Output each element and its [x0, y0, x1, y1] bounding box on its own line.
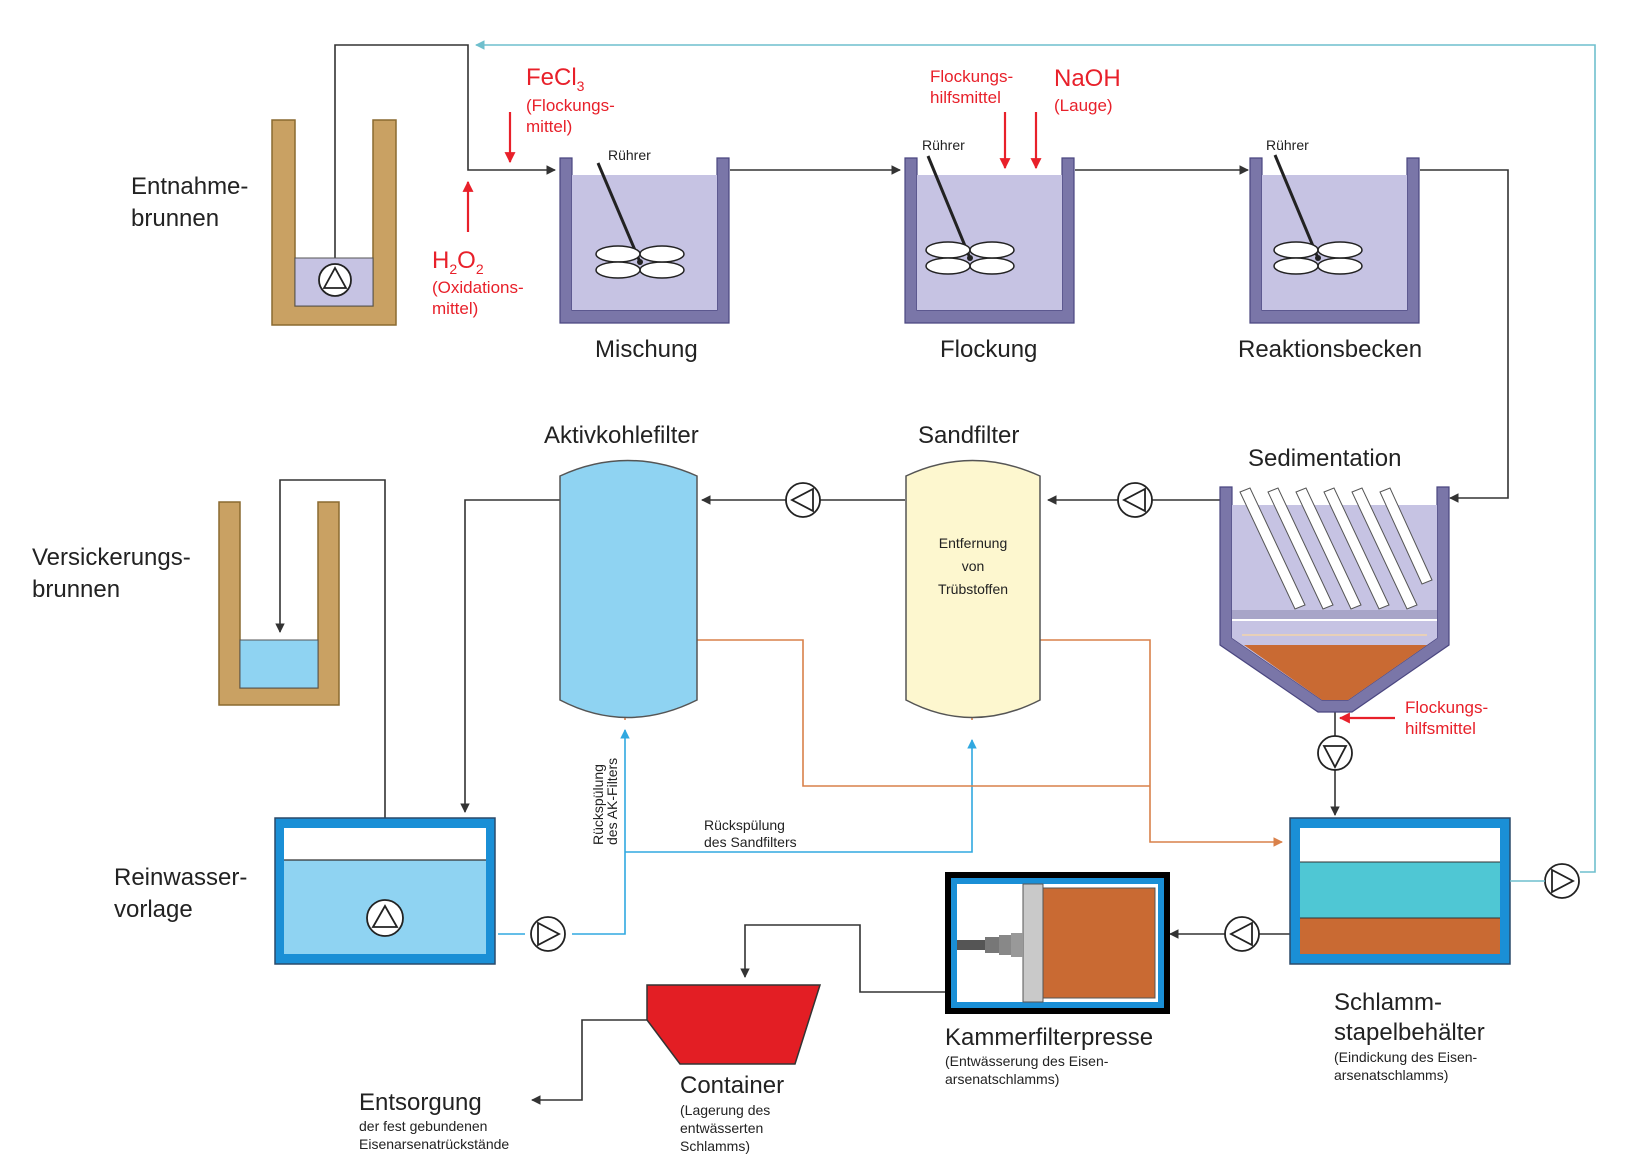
aktivkohlefilter-label: Aktivkohlefilter — [544, 422, 699, 449]
pump-schlamm-kammer-icon — [1224, 916, 1260, 952]
reinwasser-label-1: Reinwasser- — [114, 864, 247, 891]
reaktionsbecken-tank: Rührer — [1249, 137, 1420, 324]
container-title: Container — [680, 1072, 784, 1099]
schlamm-title-2: stapelbehälter — [1334, 1019, 1485, 1046]
naoh-label: NaOH — [1054, 65, 1121, 92]
versickerung-label-1: Versickerungs- — [32, 544, 191, 571]
container-sub-1: (Lagerung des — [680, 1102, 770, 1118]
flockung-label: Flockung — [940, 336, 1037, 363]
h2o2-dosing: H2O2 (Oxidations- mittel) — [432, 180, 524, 318]
mischung-label: Mischung — [595, 336, 698, 363]
flockungshilfsmittel-2: hilfsmittel — [930, 88, 1001, 107]
h2o2-desc-1: (Oxidations- — [432, 278, 524, 297]
reinwasser-label-2: vorlage — [114, 896, 193, 923]
container-sub-3: Schlamms) — [680, 1138, 750, 1154]
sandfilter-vessel: Entfernung von Trübstoffen — [905, 459, 1041, 719]
entsorgung-title: Entsorgung — [359, 1089, 482, 1116]
entsorgung-sub-2: Eisenarsenatrückstände — [359, 1136, 509, 1152]
reaktionsbecken-label: Reaktionsbecken — [1238, 336, 1422, 363]
kammer-title: Kammerfilterpresse — [945, 1024, 1153, 1051]
mischung-tank: Rührer — [559, 147, 730, 324]
kammer-sub-1: (Entwässerung des Eisen- — [945, 1053, 1109, 1069]
sandfilter-text-3: Trübstoffen — [938, 581, 1008, 597]
rueckspuelung-sand-1: Rückspülung — [704, 817, 785, 833]
flockungshilfsmittel-sed-2: hilfsmittel — [1405, 719, 1476, 738]
mischung-ruehrer-label: Rührer — [608, 147, 651, 163]
sedimentation-pump-icon — [1317, 735, 1353, 771]
aktivkohlefilter-vessel — [559, 459, 698, 719]
sandfilter-text-2: von — [962, 558, 985, 574]
entnahme-label-1: Entnahme- — [131, 173, 248, 200]
flockung-ruehrer-label: Rührer — [922, 137, 965, 153]
entsorgung-sub-1: der fest gebundenen — [359, 1118, 487, 1134]
h2o2-desc-2: mittel) — [432, 299, 478, 318]
return-pump-icon — [1544, 863, 1580, 899]
sedimentation-tank — [1219, 486, 1450, 724]
fecl3-desc-1: (Flockungs- — [526, 96, 615, 115]
kammer-sub-2: arsenatschlamms) — [945, 1071, 1059, 1087]
rueckspuelung-ak-1: Rückspülung — [590, 764, 606, 845]
schlamm-sub-1: (Eindickung des Eisen- — [1334, 1049, 1478, 1065]
schlamm-sub-2: arsenatschlamms) — [1334, 1067, 1448, 1083]
container-sub-2: entwässerten — [680, 1120, 763, 1136]
entnahmebrunnen — [271, 119, 397, 326]
fecl3-dosing: FeCl3 (Flockungs- mittel) — [504, 64, 615, 164]
h2o2-formula: H2O2 — [432, 247, 484, 277]
sedimentation-label: Sedimentation — [1248, 445, 1401, 472]
sandfilter-text-1: Entfernung — [939, 535, 1008, 551]
versickerung-label-2: brunnen — [32, 576, 120, 603]
backwash-pump-icon — [530, 916, 566, 952]
fecl3-desc-2: mittel) — [526, 117, 572, 136]
flockungshilfsmittel-1: Flockungs- — [930, 67, 1013, 86]
pump-sed-sand-icon — [1117, 482, 1153, 518]
container — [646, 984, 822, 1065]
entnahme-label-2: brunnen — [131, 205, 219, 232]
fecl3-formula: FeCl3 — [526, 64, 585, 94]
lamella-plates — [1239, 487, 1433, 610]
schlammstapel-tank — [1289, 817, 1511, 965]
flockung-tank: Rührer — [904, 112, 1075, 324]
reinwasservorlage-tank — [274, 817, 496, 965]
sandfilter-label: Sandfilter — [918, 422, 1019, 449]
backwash-lines — [498, 729, 977, 935]
versickerungsbrunnen — [218, 501, 340, 706]
naoh-desc: (Lauge) — [1054, 96, 1113, 115]
reaktion-ruehrer-label: Rührer — [1266, 137, 1309, 153]
pump-sand-ak-icon — [785, 482, 821, 518]
rueckspuelung-ak-2: des AK-Filters — [604, 758, 620, 845]
schlamm-title-1: Schlamm- — [1334, 989, 1442, 1016]
flockungshilfsmittel-sed-1: Flockungs- — [1405, 698, 1488, 717]
rueckspuelung-sand-2: des Sandfilters — [704, 834, 797, 850]
return-line — [475, 40, 1596, 873]
kammerfilterpresse — [945, 872, 1170, 1014]
